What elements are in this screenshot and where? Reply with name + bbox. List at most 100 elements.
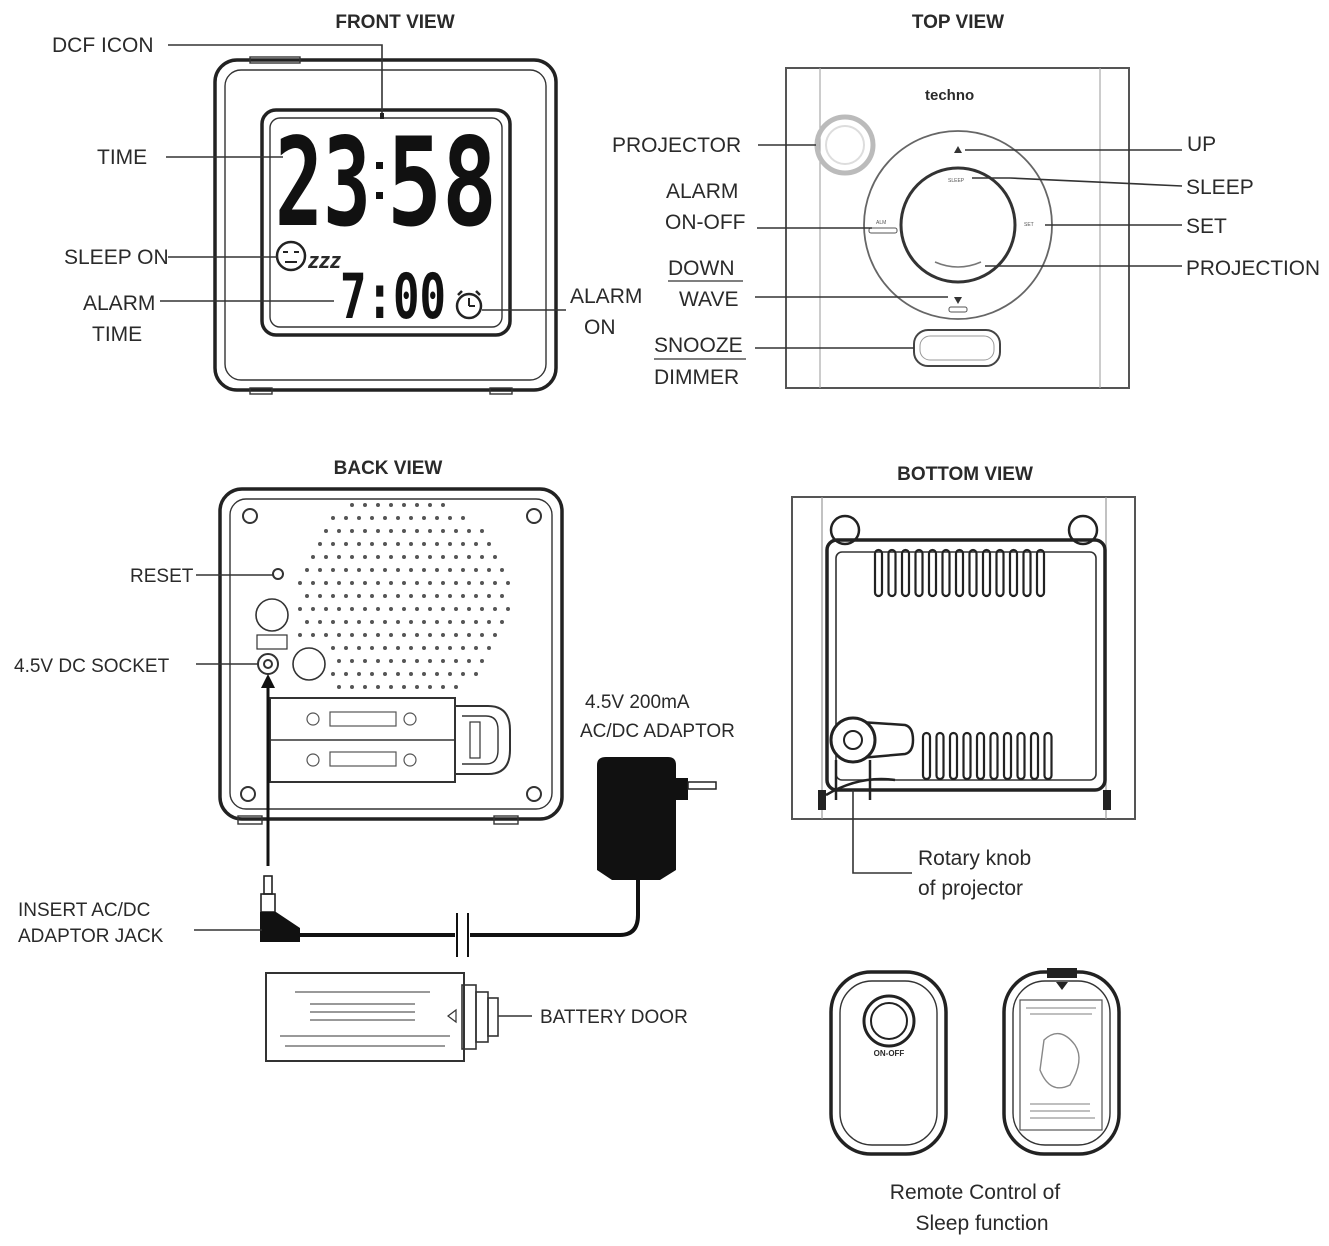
grille-hole [305,568,309,572]
down-button[interactable] [954,297,962,304]
front-clock-bezel [224,69,547,381]
rotary-knob[interactable] [818,716,1111,810]
dc-socket[interactable] [257,653,279,675]
back-view: BACK VIEW [14,458,735,1062]
grille-hole [363,607,367,611]
bottom-foot-right [1067,514,1099,546]
bottom-view-title: BOTTOM VIEW [897,464,1033,485]
grille-hole [480,659,484,663]
grille-hole [337,633,341,637]
label-up: UP [1187,133,1216,156]
battery-pull-ribbon[interactable] [455,705,511,775]
grille-hole [331,594,335,598]
grille-hole [370,672,374,676]
grille-hole [500,620,504,624]
grille-hole [376,581,380,585]
lcd-zzz: zzz [307,248,341,273]
grille-hole [376,503,380,507]
sleep-button-print: SLEEP [948,178,965,184]
grille-hole [461,516,465,520]
grille-hole [415,685,419,689]
remote-on-off-button[interactable] [862,994,916,1048]
grille-hole [461,568,465,572]
remote-caption-1: Remote Control of [890,1181,1061,1204]
grille-hole [487,542,491,546]
grille-hole [363,581,367,585]
projection-button[interactable] [934,261,982,268]
grille-hole [480,607,484,611]
lcd-display-inner [269,117,503,328]
label-adaptor-2: AC/DC ADAPTOR [580,721,735,742]
grille-hole [422,516,426,520]
vent-slot [1002,731,1013,781]
back-view-title: BACK VIEW [334,458,443,479]
grille-hole [311,607,315,611]
vent-slot [995,548,1005,598]
grille-hole [370,516,374,520]
vent-slot [968,548,978,598]
up-button[interactable] [954,146,962,153]
grille-hole [487,568,491,572]
grille-hole [357,594,361,598]
grille-hole [474,594,478,598]
grille-hole [422,646,426,650]
grille-hole [370,646,374,650]
grille-hole [324,529,328,533]
vent-slot [1022,548,1032,598]
screw-bottom-left [240,786,256,802]
vent-slot [1035,548,1046,598]
lcd-time-hours: 23 [275,112,371,254]
vent-slot [1008,548,1019,598]
grille-hole [389,659,393,663]
vent-slot [927,548,938,598]
grille-hole [415,633,419,637]
snooze-dimmer-bar[interactable] [913,329,1001,367]
grille-hole [435,620,439,624]
grille-hole [344,542,348,546]
leader-rotary-knob [852,790,912,874]
grille-hole [363,685,367,689]
grille-hole [428,529,432,533]
grille-hole [331,568,335,572]
lcd-colon-bottom [376,192,383,199]
grille-hole [383,516,387,520]
grille-hole [435,646,439,650]
grille-hole [350,685,354,689]
grille-hole [396,594,400,598]
grille-hole [363,503,367,507]
label-alarm-time-1: ALARM [83,292,155,315]
grille-hole [409,620,413,624]
grille-hole [389,685,393,689]
grille-hole [454,659,458,663]
grille-hole [357,568,361,572]
grille-hole [467,607,471,611]
grille-hole [428,503,432,507]
lcd-time-minutes: 58 [387,112,497,254]
grille-hole [318,568,322,572]
lcd-display [260,108,512,337]
label-alarm-on-1: ALARM [570,285,642,308]
label-alarm-onoff-2: ON-OFF [665,211,745,234]
alarm-clock-icon [455,290,483,320]
svg-text:SET: SET [1024,222,1034,228]
grille-hole [363,659,367,663]
grille-hole [480,633,484,637]
grille-hole [422,568,426,572]
grille-hole [311,633,315,637]
grille-hole [402,555,406,559]
grille-hole [396,516,400,520]
grille-hole [480,529,484,533]
bottom-view: BOTTOM VIEW Rotary knob of projector [791,464,1136,900]
grille-hole [318,620,322,624]
screw-top-left [242,508,258,524]
grille-hole [389,555,393,559]
grille-hole [324,633,328,637]
grille-hole [448,594,452,598]
vent-slot [981,548,992,598]
grille-hole [441,555,445,559]
vent-slot [921,731,932,781]
leader-dcf-icon [168,44,383,113]
alarm-on-off-button[interactable] [868,227,898,234]
grille-hole [324,581,328,585]
reset-button[interactable] [272,568,284,580]
